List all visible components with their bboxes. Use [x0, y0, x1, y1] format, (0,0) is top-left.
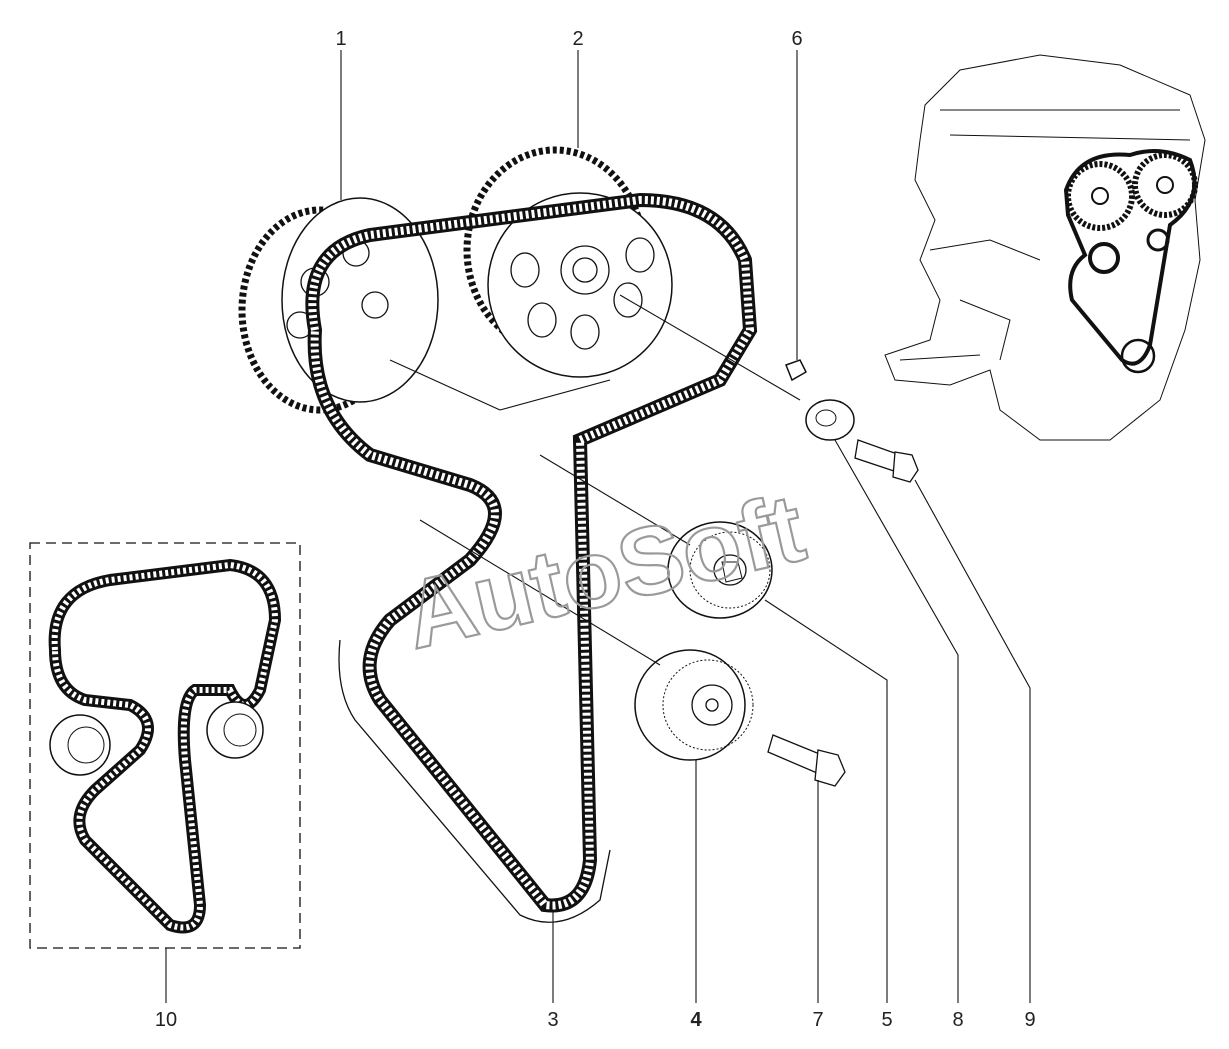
callout-10: 10: [155, 1009, 177, 1031]
tensioner-roller-5: [667, 521, 773, 619]
callout-5: 5: [881, 1009, 892, 1031]
watermark-text: AutoSoft: [395, 474, 814, 669]
timing-belt-3: [305, 192, 758, 923]
idler-roller-4: [634, 649, 754, 761]
callout-6: 6: [791, 28, 802, 50]
camshaft-pulley-2: [463, 146, 673, 378]
woodruff-key-6: [785, 359, 807, 382]
callout-labels: 1 2 6 10 3 4 7 5 8 9: [155, 28, 1036, 1031]
callout-4: 4: [690, 1009, 702, 1031]
callout-1: 1: [335, 28, 346, 50]
callout-9: 9: [1024, 1009, 1035, 1031]
callout-8: 8: [952, 1009, 963, 1031]
leader-lines: [165, 50, 1031, 1003]
callout-7: 7: [812, 1009, 823, 1031]
callout-2: 2: [572, 28, 583, 50]
engine-thumbnail: [884, 54, 1206, 441]
callout-3: 3: [547, 1009, 558, 1031]
repair-kit-10: [29, 542, 301, 949]
bolt-9: [854, 439, 919, 483]
bolt-7: [767, 734, 846, 787]
spacer-8: [805, 399, 855, 441]
